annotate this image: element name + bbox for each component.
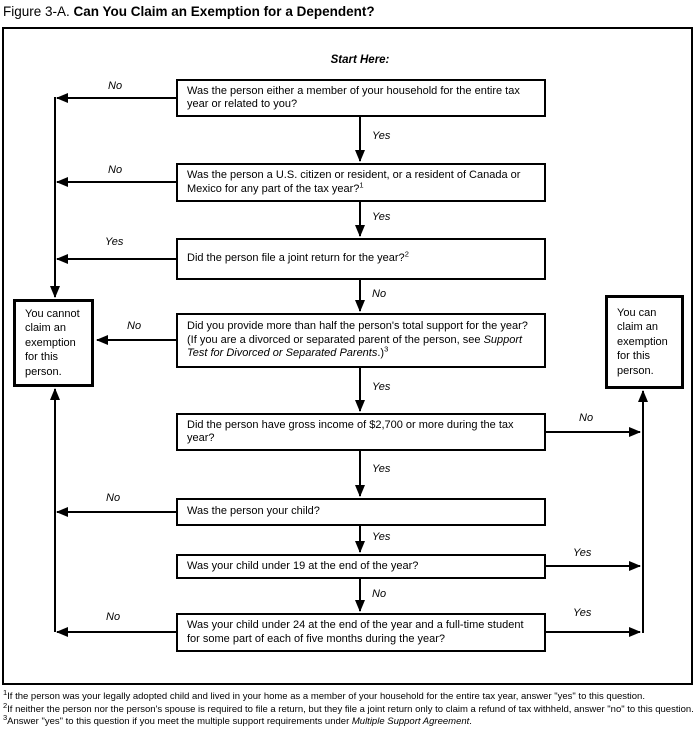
footnote-3-marker: 3 [3,712,8,722]
question-text: Was the person your child? [187,505,320,518]
question-text: Did you provide more than half the perso… [187,320,528,360]
edge-label-q1-yes: Yes [372,130,391,142]
question-box-support: Did you provide more than half the perso… [176,313,546,368]
question-box-joint-return: Did the person file a joint return for t… [176,238,546,280]
question-box-your-child: Was the person your child? [176,498,546,526]
edge-label-q4-yes: Yes [372,381,391,393]
figure-number: Figure 3-A. [3,4,74,19]
footnote-2-marker: 2 [3,700,8,710]
question-box-citizen: Was the person a U.S. citizen or residen… [176,163,546,202]
result-box-can-claim: You can claim an exemption for this pers… [605,295,684,389]
question-text: Did the person have gross income of $2,7… [187,418,514,445]
footnote-ref-1: 1 [359,179,364,189]
question-box-under-19: Was your child under 19 at the end of th… [176,554,546,579]
question-text: Was your child under 19 at the end of th… [187,559,419,572]
edge-label-q3-no: No [372,288,387,300]
result-box-cannot-claim: You cannot claim an exemption for this p… [13,299,94,387]
question-box-under-24-student: Was your child under 24 at the end of th… [176,613,546,652]
edge-label-q2-no: No [108,164,123,176]
footnote-ref-3: 3 [384,344,389,354]
result-text: You cannot claim an exemption for this p… [25,307,80,378]
edge-label-q7-yes: Yes [573,547,592,559]
edge-label-q6-no: No [106,492,121,504]
edge-label-q7-no: No [372,588,387,600]
flowchart-border [2,27,693,685]
cross-reference-italic: Support Test for Divorced or Separated P… [187,333,523,360]
question-text: Did the person file a joint return for t… [187,249,409,265]
edge-label-q8-no: No [106,611,121,623]
footnote-3: 3Answer "yes" to this question if you me… [3,712,472,727]
question-text: Was your child under 24 at the end of th… [187,619,524,645]
edge-label-q2-yes: Yes [372,211,391,223]
footnote-1-marker: 1 [3,687,8,697]
figure-title-text: Can You Claim an Exemption for a Depende… [73,4,375,19]
question-text: Was the person either a member of your h… [187,84,520,111]
edge-label-q4-no: No [127,320,142,332]
edge-label-q5-yes: Yes [372,463,391,475]
edge-label-q6-yes: Yes [372,531,391,543]
edge-label-q5-no: No [579,412,594,424]
question-box-gross-income: Did the person have gross income of $2,7… [176,413,546,451]
footnote-1: 1If the person was your legally adopted … [3,687,645,702]
edge-label-q3-yes: Yes [105,236,124,248]
footnote-2: 2If neither the person nor the person's … [3,700,694,715]
cross-reference-italic: Multiple Support Agreement [351,716,470,727]
footnote-ref-2: 2 [404,249,409,259]
edge-label-q1-no: No [108,80,123,92]
footnotes: 1If the person was your legally adopted … [3,687,697,729]
question-text: Was the person a U.S. citizen or residen… [187,169,521,195]
edge-label-q8-yes: Yes [573,607,592,619]
figure-title: Figure 3-A. Can You Claim an Exemption f… [3,4,375,19]
result-text: You can claim an exemption for this pers… [617,306,668,377]
question-box-household: Was the person either a member of your h… [176,79,546,117]
start-here-label: Start Here: [330,54,390,66]
